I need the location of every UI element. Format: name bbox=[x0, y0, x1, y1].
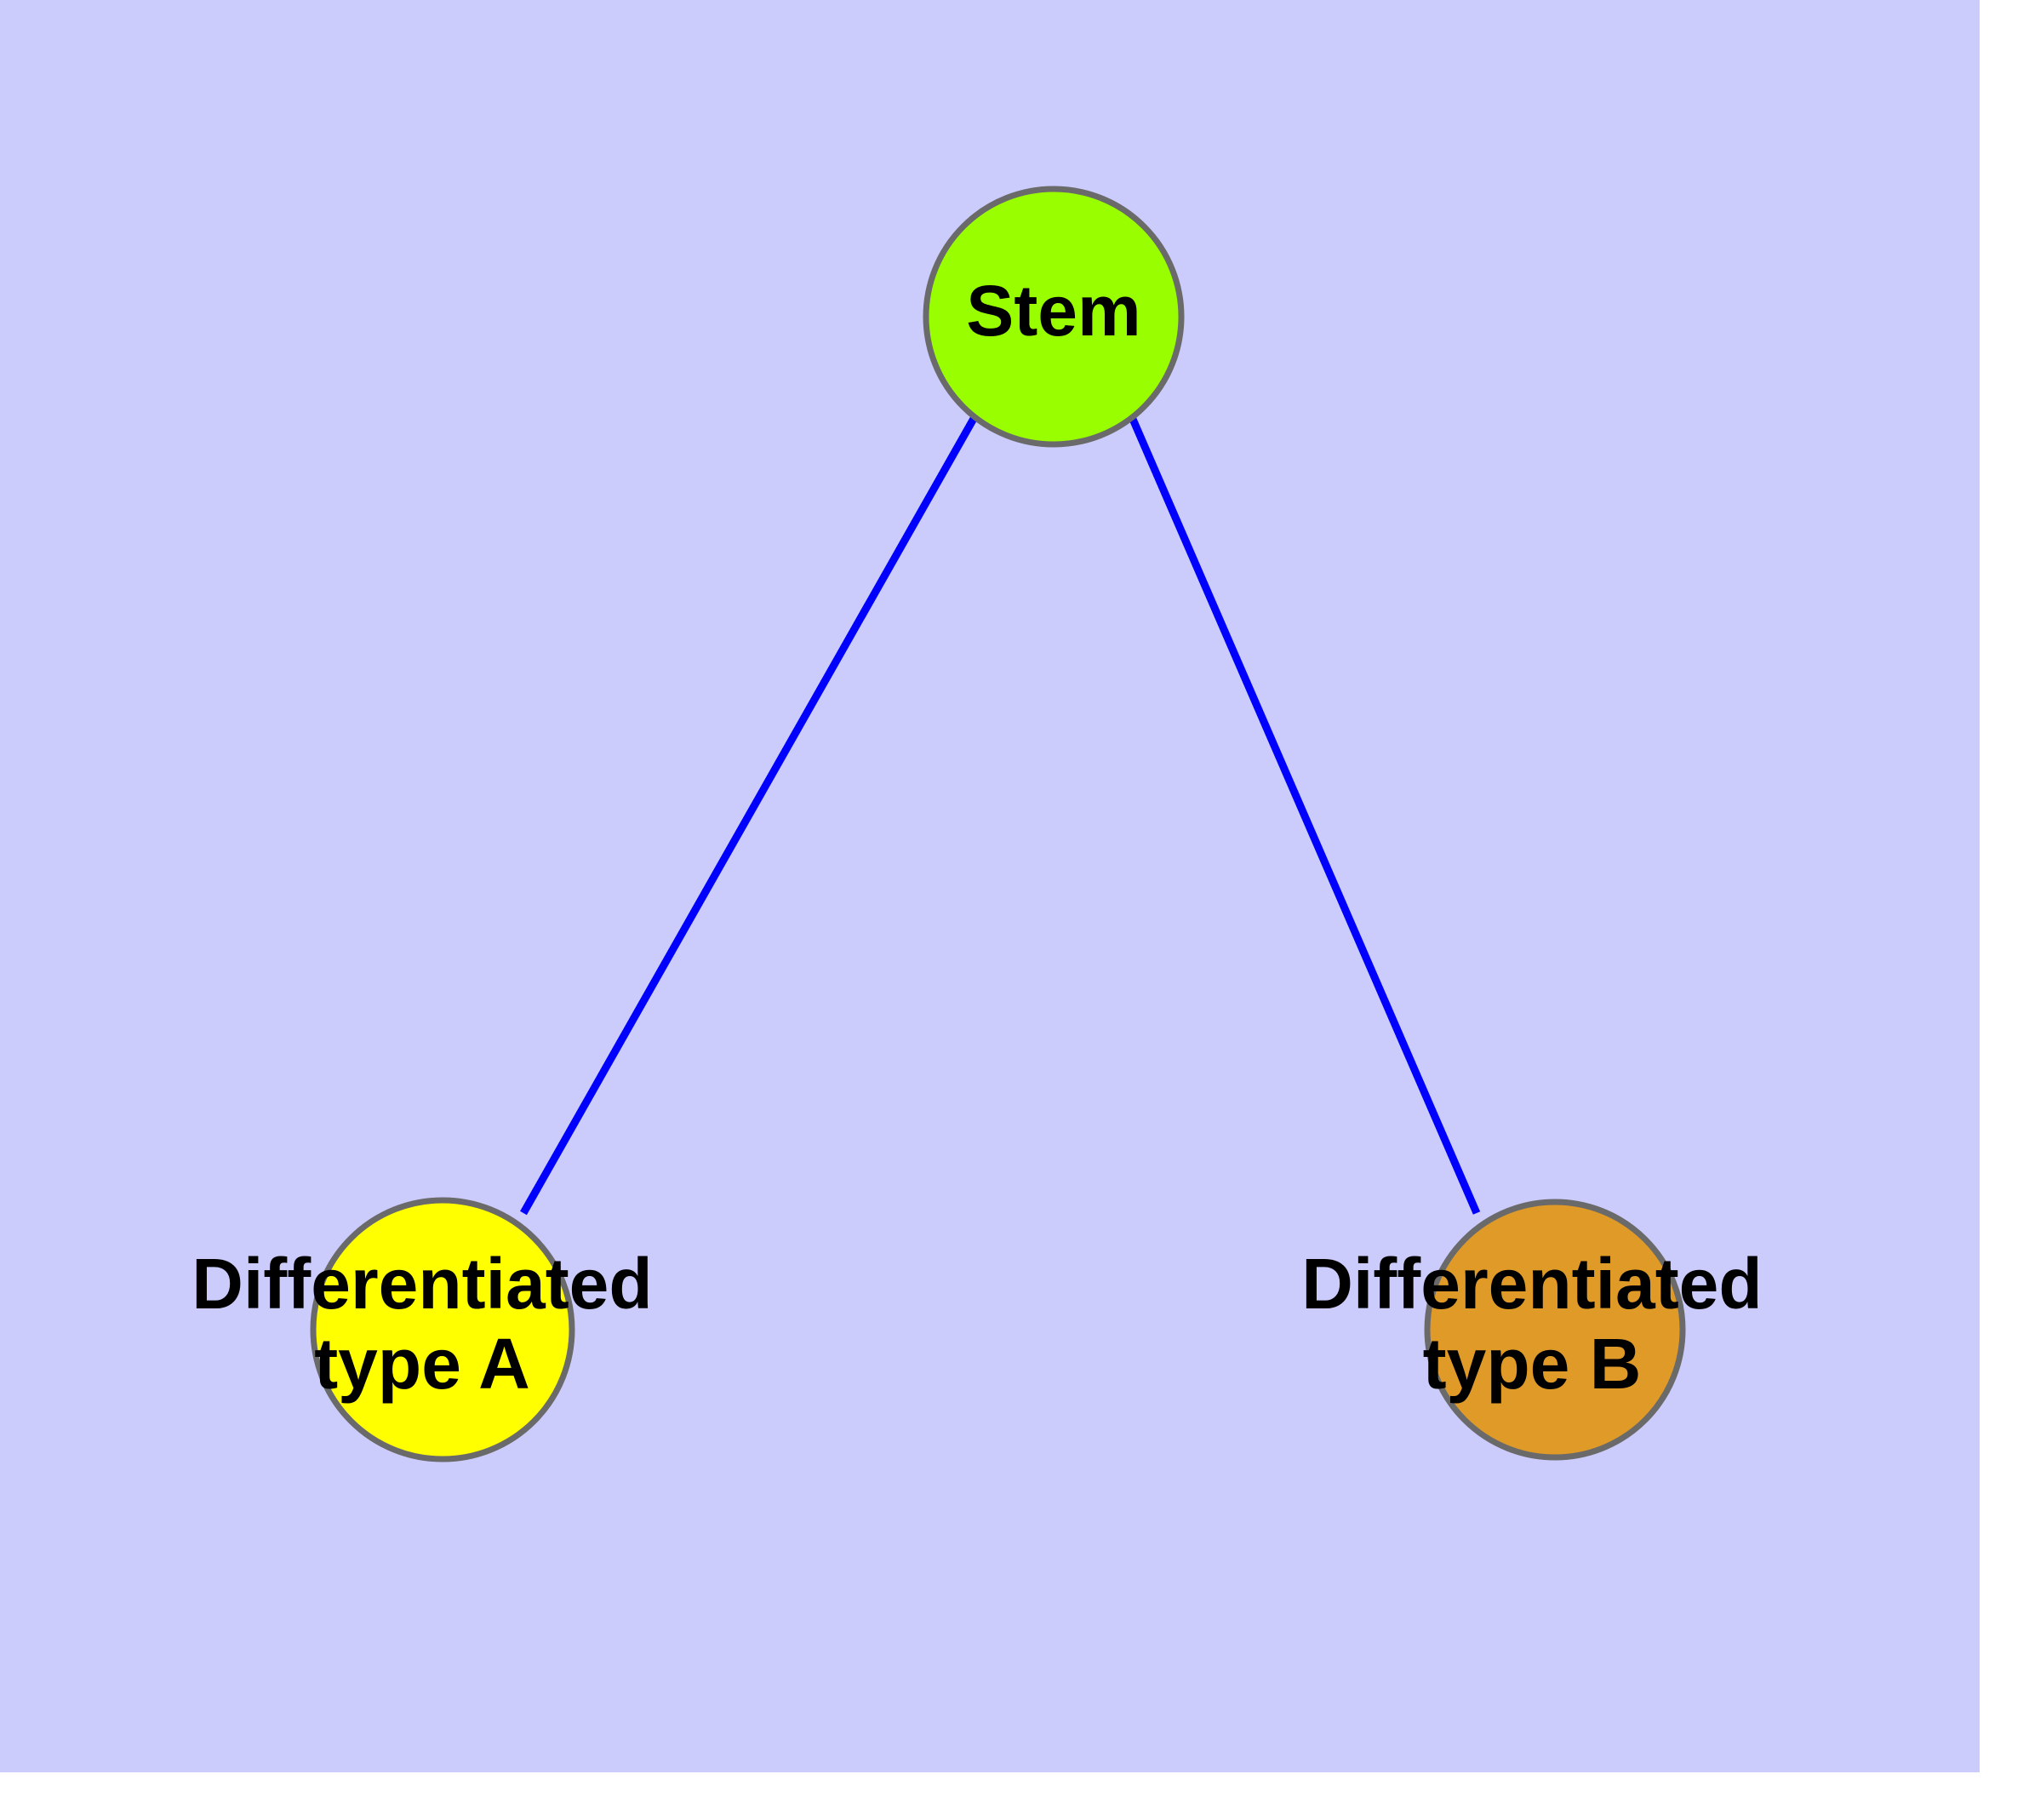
edges-group bbox=[520, 415, 1481, 1216]
node-label-line: Differentiated bbox=[191, 1244, 652, 1324]
node-stem[interactable]: Stem bbox=[923, 186, 1185, 448]
node-circle-diff-a[interactable] bbox=[310, 1197, 575, 1462]
node-label-line: Differentiated bbox=[1301, 1244, 1762, 1324]
node-label-line: type A bbox=[314, 1324, 530, 1404]
node-circle-diff-b[interactable] bbox=[1424, 1199, 1686, 1461]
node-circle-stem[interactable] bbox=[923, 186, 1185, 448]
node-label-stem: Stem bbox=[966, 271, 1140, 351]
node-label-line: Stem bbox=[966, 271, 1140, 351]
node-label-line: type B bbox=[1423, 1324, 1642, 1404]
edge-stem-to-diff-b bbox=[1128, 415, 1481, 1215]
edge-stem-to-diff-a bbox=[520, 415, 978, 1216]
